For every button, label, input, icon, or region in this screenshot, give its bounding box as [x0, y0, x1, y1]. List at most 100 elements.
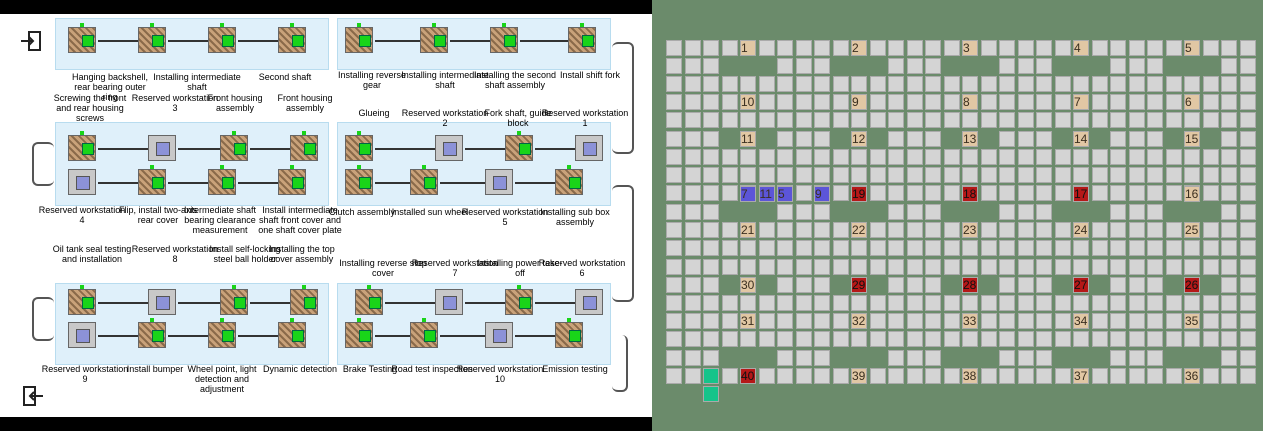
grid-cell [777, 58, 793, 74]
grid-cell [832, 58, 849, 74]
grid-cell [721, 204, 738, 220]
grid-cell [795, 76, 812, 92]
grid-cell [925, 313, 941, 329]
grid-cell [666, 313, 682, 329]
block5-bot-station-1-plate [68, 322, 96, 348]
grid-cell [1239, 277, 1256, 293]
grid-cell [758, 222, 775, 238]
grid-label-row4-4-cell [1184, 186, 1200, 202]
block3-top-station-3 [220, 131, 250, 163]
grid-cell [1091, 277, 1108, 293]
block4-top-link-1 [375, 148, 435, 150]
block2-station-1-core [359, 35, 371, 47]
grid-cell [1054, 259, 1071, 275]
grid-cell [1221, 58, 1237, 74]
grid-cell [777, 204, 793, 220]
grid-label-row6-3: 28 [963, 278, 977, 292]
grid-cell [1221, 167, 1237, 183]
grid-label-row1-5: 5 [1185, 41, 1192, 55]
grid-cell [740, 259, 756, 275]
grid-cell [832, 368, 849, 384]
grid-cell [1110, 58, 1126, 74]
grid-cell [666, 76, 682, 92]
block5-top-station-4-core [304, 297, 316, 309]
block3-bot-station-4-tick [290, 165, 294, 169]
block3-bot-station-3-tick [220, 165, 224, 169]
grid-cell [1221, 40, 1237, 56]
grid-cell [1165, 185, 1182, 201]
grid-cell [832, 295, 849, 311]
block2-caption-1: Installing reverse gear [337, 70, 407, 90]
grid-cell [906, 167, 923, 183]
block5-bot-link-2 [168, 335, 208, 337]
grid-cell [832, 204, 849, 220]
block5-bot-link-1 [98, 335, 138, 337]
grid-cell [1017, 40, 1034, 56]
block4-top-station-1-tick [357, 131, 361, 135]
grid-cell [1165, 259, 1182, 275]
grid-cell [814, 368, 830, 384]
grid-label-row8-4: 37 [1074, 369, 1088, 383]
grid-label-row1-3-cell [962, 40, 978, 56]
grid-cell [980, 222, 997, 238]
grid-cell [1202, 76, 1219, 92]
grid-cell [832, 185, 849, 201]
grid-label-row1-1-cell [740, 40, 756, 56]
grid-cell [1165, 240, 1182, 256]
block6-top-station-4-core [583, 296, 597, 310]
grid-cell [1165, 277, 1182, 293]
grid-cell [1036, 350, 1052, 366]
block2-link-2 [450, 40, 490, 42]
grid-cell [721, 58, 738, 74]
grid-label-blue-1: 7 [741, 187, 748, 201]
grid-cell [684, 368, 701, 384]
grid-cell [888, 131, 904, 147]
grid-cell [925, 259, 941, 275]
block5-top-caption-2: Reserved workstation 8 [131, 244, 219, 264]
block2-station-4 [568, 23, 598, 55]
grid-cell [721, 149, 738, 165]
grid-label-row6-1-cell [740, 277, 756, 293]
grid-cell [795, 331, 812, 347]
grid-cell [795, 58, 812, 74]
grid-cell [814, 204, 830, 220]
grid-cell [1147, 76, 1163, 92]
grid-cell [666, 204, 682, 220]
grid-cell [1165, 204, 1182, 220]
grid-cell [1184, 350, 1200, 366]
grid-cell [777, 149, 793, 165]
grid-cell [795, 40, 812, 56]
grid-label-row8-3-cell [962, 368, 978, 384]
grid-label-row4-3-cell [1073, 186, 1089, 202]
grid-label-row1-5-cell [1184, 40, 1200, 56]
block1-station-1-core [82, 35, 94, 47]
grid-cell [758, 131, 775, 147]
grid-cell [925, 40, 941, 56]
grid-cell [888, 40, 904, 56]
grid-cell [703, 94, 719, 110]
grid-cell [1036, 58, 1052, 74]
block4-bot-station-3 [485, 167, 515, 197]
grid-cell [1110, 277, 1126, 293]
grid-cell [1165, 167, 1182, 183]
grid-cell [962, 259, 978, 275]
grid-cell [814, 295, 830, 311]
grid-label-row1-1: 1 [741, 41, 748, 55]
block3-top-station-4 [290, 131, 320, 163]
grid-cell [703, 295, 719, 311]
block5-bot-caption-3: Wheel point, light detection and adjustm… [187, 364, 257, 394]
grid-cell [1221, 112, 1237, 128]
block4-top-caption-4: Reserved workstation 1 [541, 108, 629, 128]
grid-cell [1184, 149, 1200, 165]
grid-cell [666, 222, 682, 238]
block1-station-3-tick [220, 23, 224, 27]
block1_top-caption-2: Installing intermediate shaft [153, 72, 241, 92]
block5-top-station-2 [148, 287, 178, 317]
connector-2 [32, 142, 54, 186]
grid-cell [758, 277, 775, 293]
grid-cell [1017, 76, 1034, 92]
block3-top-caption-4: Front housing assembly [277, 93, 333, 113]
block3-bot-caption-1: Reserved workstation 4 [38, 205, 126, 225]
grid-cell [721, 313, 738, 329]
grid-cell [740, 149, 756, 165]
